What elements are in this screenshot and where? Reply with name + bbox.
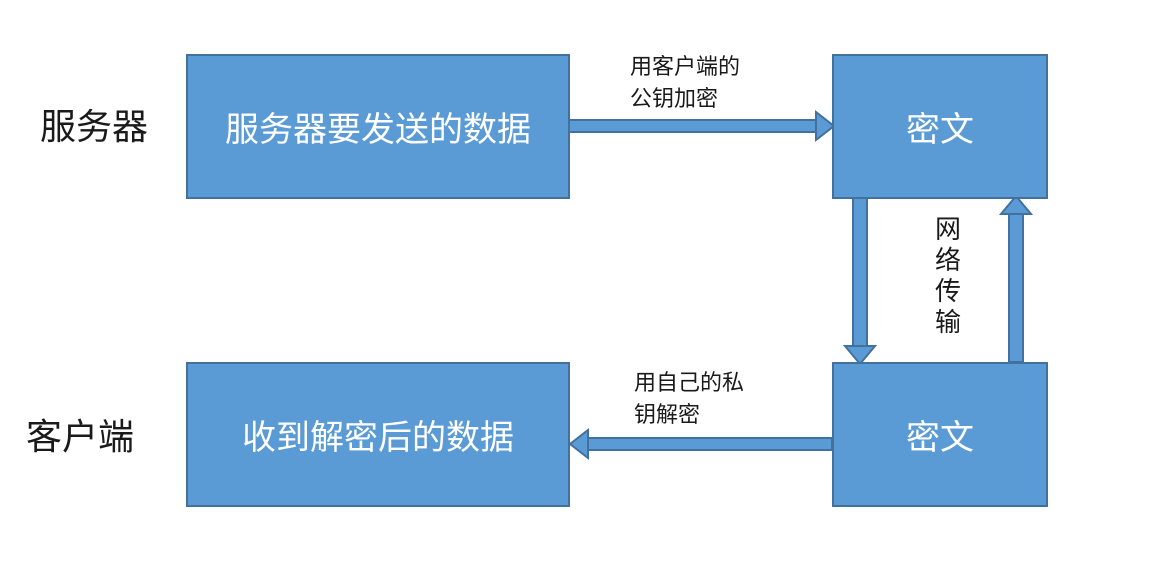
server-label: 服务器: [40, 107, 149, 148]
network-transfer-label: 网络传输: [934, 215, 961, 338]
decrypt-arrow: [568, 427, 833, 461]
client-label: 客户端: [26, 417, 135, 458]
ciphertext-top-box: 密文: [832, 54, 1048, 199]
client-data-box: 收到解密后的数据: [186, 362, 570, 507]
network-up-arrow: [998, 194, 1034, 363]
encrypt-arrow: [568, 109, 836, 143]
encrypt-annotation-line1: 用客户端的: [630, 55, 741, 80]
decrypt-annotation: 用自己的私 钥解密: [634, 368, 744, 432]
decrypt-annotation-line1: 用自己的私: [634, 371, 745, 396]
encrypt-annotation: 用客户端的 公钥加密: [630, 52, 740, 116]
ciphertext-bottom-box: 密文: [832, 362, 1048, 507]
server-data-box: 服务器要发送的数据: [186, 54, 570, 199]
network-down-arrow: [842, 197, 878, 366]
decrypt-annotation-line2: 钥解密: [634, 403, 701, 428]
encrypt-annotation-line2: 公钥加密: [630, 87, 719, 112]
